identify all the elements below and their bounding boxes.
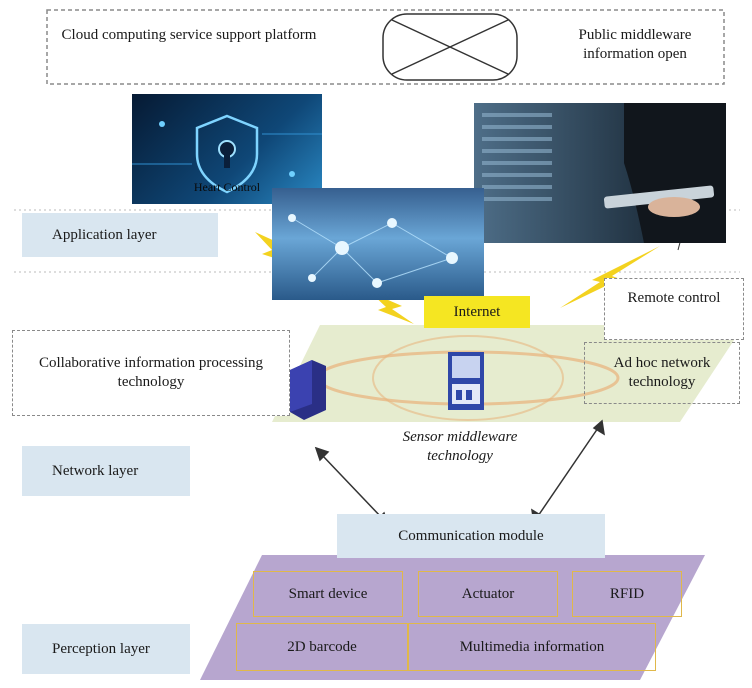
smart-device-item: Smart device [253, 571, 403, 617]
router-icon [448, 352, 484, 410]
network-plane [272, 325, 744, 422]
remote-control-label: Remote control [604, 278, 744, 340]
cloud-platform-label: Cloud computing service support platform [61, 27, 317, 43]
adhoc-network-label: Ad hoc network technology [584, 342, 740, 404]
top-platform-frame [46, 9, 725, 85]
perception-layer-label: Perception layer [22, 624, 190, 674]
envelope-icon [382, 13, 518, 81]
application-layer-label: Application layer [22, 213, 218, 257]
public-middleware-label: Public middleware information open [578, 27, 692, 62]
barcode-item: 2D barcode [236, 623, 408, 671]
lightning-right-icon [560, 246, 660, 308]
collaborative-processing-label: Collaborative information processing tec… [12, 330, 290, 416]
server-room-photo [474, 103, 726, 243]
multimedia-item: Multimedia information [408, 623, 656, 671]
actuator-item: Actuator [418, 571, 558, 617]
network-globe-photo [272, 188, 484, 300]
network-layer-label: Network layer [22, 446, 190, 496]
perception-plane [200, 555, 705, 680]
internet-label: Internet [424, 296, 530, 328]
security-photo: Heart Control [132, 94, 322, 204]
communication-module-label: Communication module [337, 514, 605, 558]
heart-control-caption: Heart Control [193, 180, 261, 194]
server-tower-icon [290, 360, 326, 420]
sensor-middleware-label: Sensor middleware technology [402, 429, 518, 464]
lightning-middle-icon [370, 292, 414, 324]
rfid-item: RFID [572, 571, 682, 617]
